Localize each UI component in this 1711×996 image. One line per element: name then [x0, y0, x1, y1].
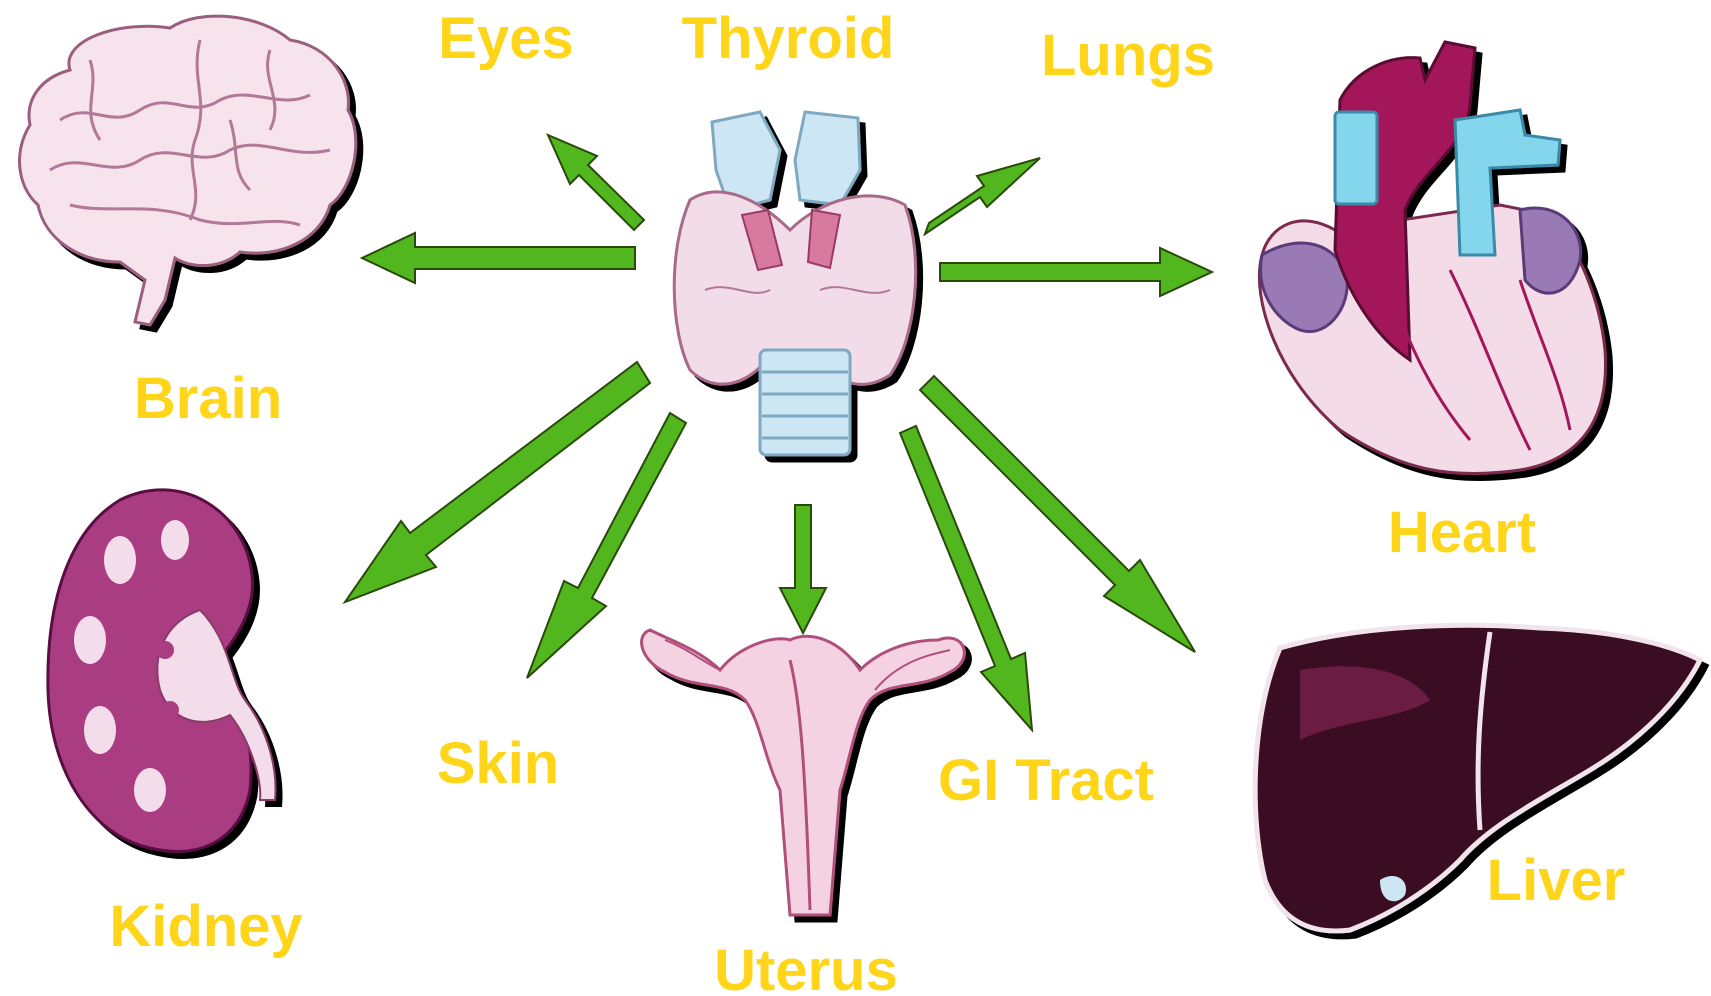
thyroid-gland-icon — [674, 112, 915, 455]
label-heart: Heart — [1388, 500, 1536, 565]
arrow-to-heart — [940, 248, 1212, 296]
heart-icon — [1259, 42, 1605, 474]
label-gi-tract: GI Tract — [938, 748, 1154, 813]
label-skin: Skin — [437, 731, 560, 796]
brain-icon — [20, 16, 356, 325]
label-brain: Brain — [134, 366, 282, 431]
label-lungs: Lungs — [1041, 23, 1215, 88]
label-thyroid: Thyroid — [682, 6, 895, 71]
label-kidney: Kidney — [109, 894, 302, 959]
kidney-icon — [48, 490, 276, 852]
arrow-to-eyes — [548, 135, 644, 230]
label-eyes: Eyes — [438, 6, 573, 71]
liver-icon — [1255, 625, 1700, 931]
arrow-to-brain — [362, 233, 635, 283]
arrow-to-lungs — [925, 158, 1040, 234]
uterus-icon — [642, 630, 965, 915]
arrow-to-liver — [920, 376, 1195, 652]
arrow-to-uterus — [780, 505, 826, 633]
label-liver: Liver — [1487, 848, 1626, 913]
label-uterus: Uterus — [714, 938, 898, 996]
